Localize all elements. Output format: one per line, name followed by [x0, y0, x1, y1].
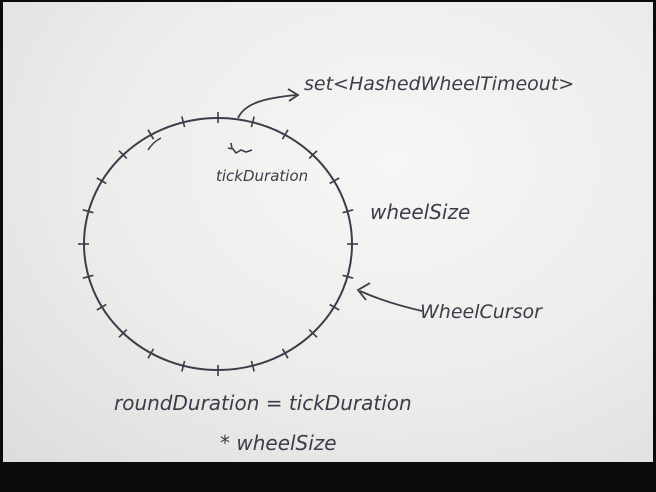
wheel-tick-mark: [308, 150, 318, 159]
tick-duration-label: tickDuration: [216, 167, 308, 185]
wheel-tick-mark: [118, 329, 128, 338]
paper-sheet: [3, 2, 653, 462]
wheel-tick-mark: [308, 329, 318, 338]
wheel-tick-mark: [281, 348, 289, 359]
wheel-tick-mark: [342, 209, 354, 214]
wheel-tick-mark: [342, 274, 354, 279]
wheel-size-label: wheelSize: [370, 200, 470, 224]
tick-duration-brace: [227, 147, 253, 155]
inner-arc-mark: [147, 137, 162, 151]
wheel-tick-mark: [281, 129, 289, 140]
wheel-cursor-label: WheelCursor: [420, 301, 543, 323]
wheel-tick-mark: [118, 150, 128, 159]
wheel-tick-mark: [82, 274, 94, 279]
wheel-tick-mark: [181, 360, 186, 372]
wheel-tick-mark: [250, 116, 255, 128]
set-arrowhead: [287, 88, 300, 102]
round-duration-formula: roundDuration = tickDuration: [114, 391, 412, 415]
set-type-label: set<HashedWheelTimeout>: [304, 73, 574, 95]
set-arrow: [237, 94, 297, 119]
cursor-arrow-line: [359, 290, 423, 312]
wheel-tick-marks: [78, 112, 358, 376]
wheel-tick-mark: [147, 129, 155, 140]
round-duration-formula-continued: * wheelSize: [220, 431, 337, 455]
wheel-tick-mark: [96, 177, 107, 185]
wheel-tick-mark: [147, 348, 155, 359]
wheel-tick-mark: [181, 116, 186, 128]
wheel-tick-mark: [96, 303, 107, 311]
tick-duration-brace-mark: [230, 142, 233, 149]
wheel-tick-mark: [82, 209, 94, 214]
wheel-tick-mark: [329, 177, 340, 185]
cursor-arrowhead: [356, 282, 371, 301]
wheel-tick-mark: [250, 360, 255, 372]
wheel-tick-mark: [329, 303, 340, 311]
